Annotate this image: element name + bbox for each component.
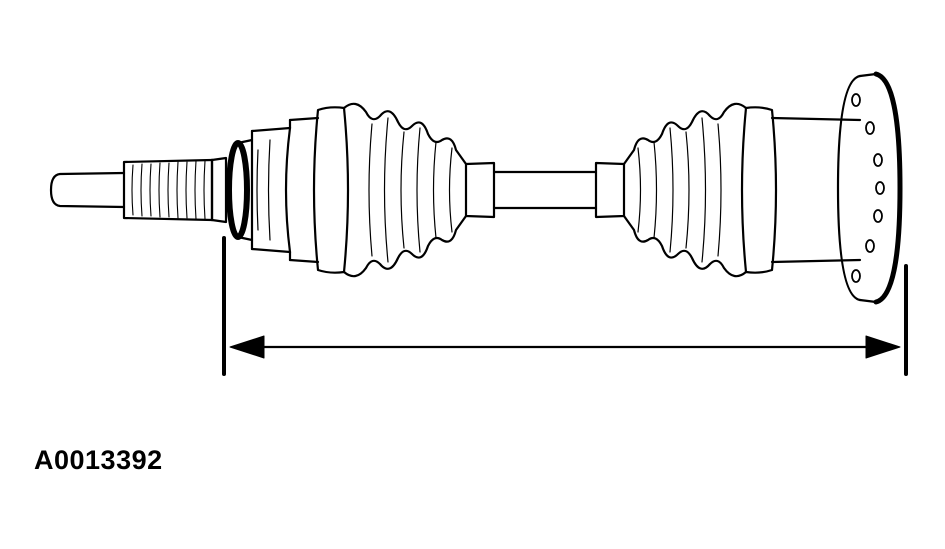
overall-length-dimension xyxy=(222,236,908,376)
arrowhead-left xyxy=(229,335,265,359)
inner-cv-housing xyxy=(250,116,320,264)
figure-id-label: A0013392 xyxy=(34,445,163,475)
retaining-ring xyxy=(210,138,254,242)
inner-cv-boot xyxy=(312,102,496,278)
output-flange xyxy=(836,71,903,305)
outer-cv-housing xyxy=(770,116,862,264)
arrowhead-right xyxy=(865,335,901,359)
splined-section xyxy=(122,158,214,222)
interconnecting-shaft xyxy=(492,170,598,210)
outer-cv-boot xyxy=(594,102,778,278)
stub-shaft xyxy=(49,171,126,209)
flange-bolt-holes xyxy=(851,93,885,283)
